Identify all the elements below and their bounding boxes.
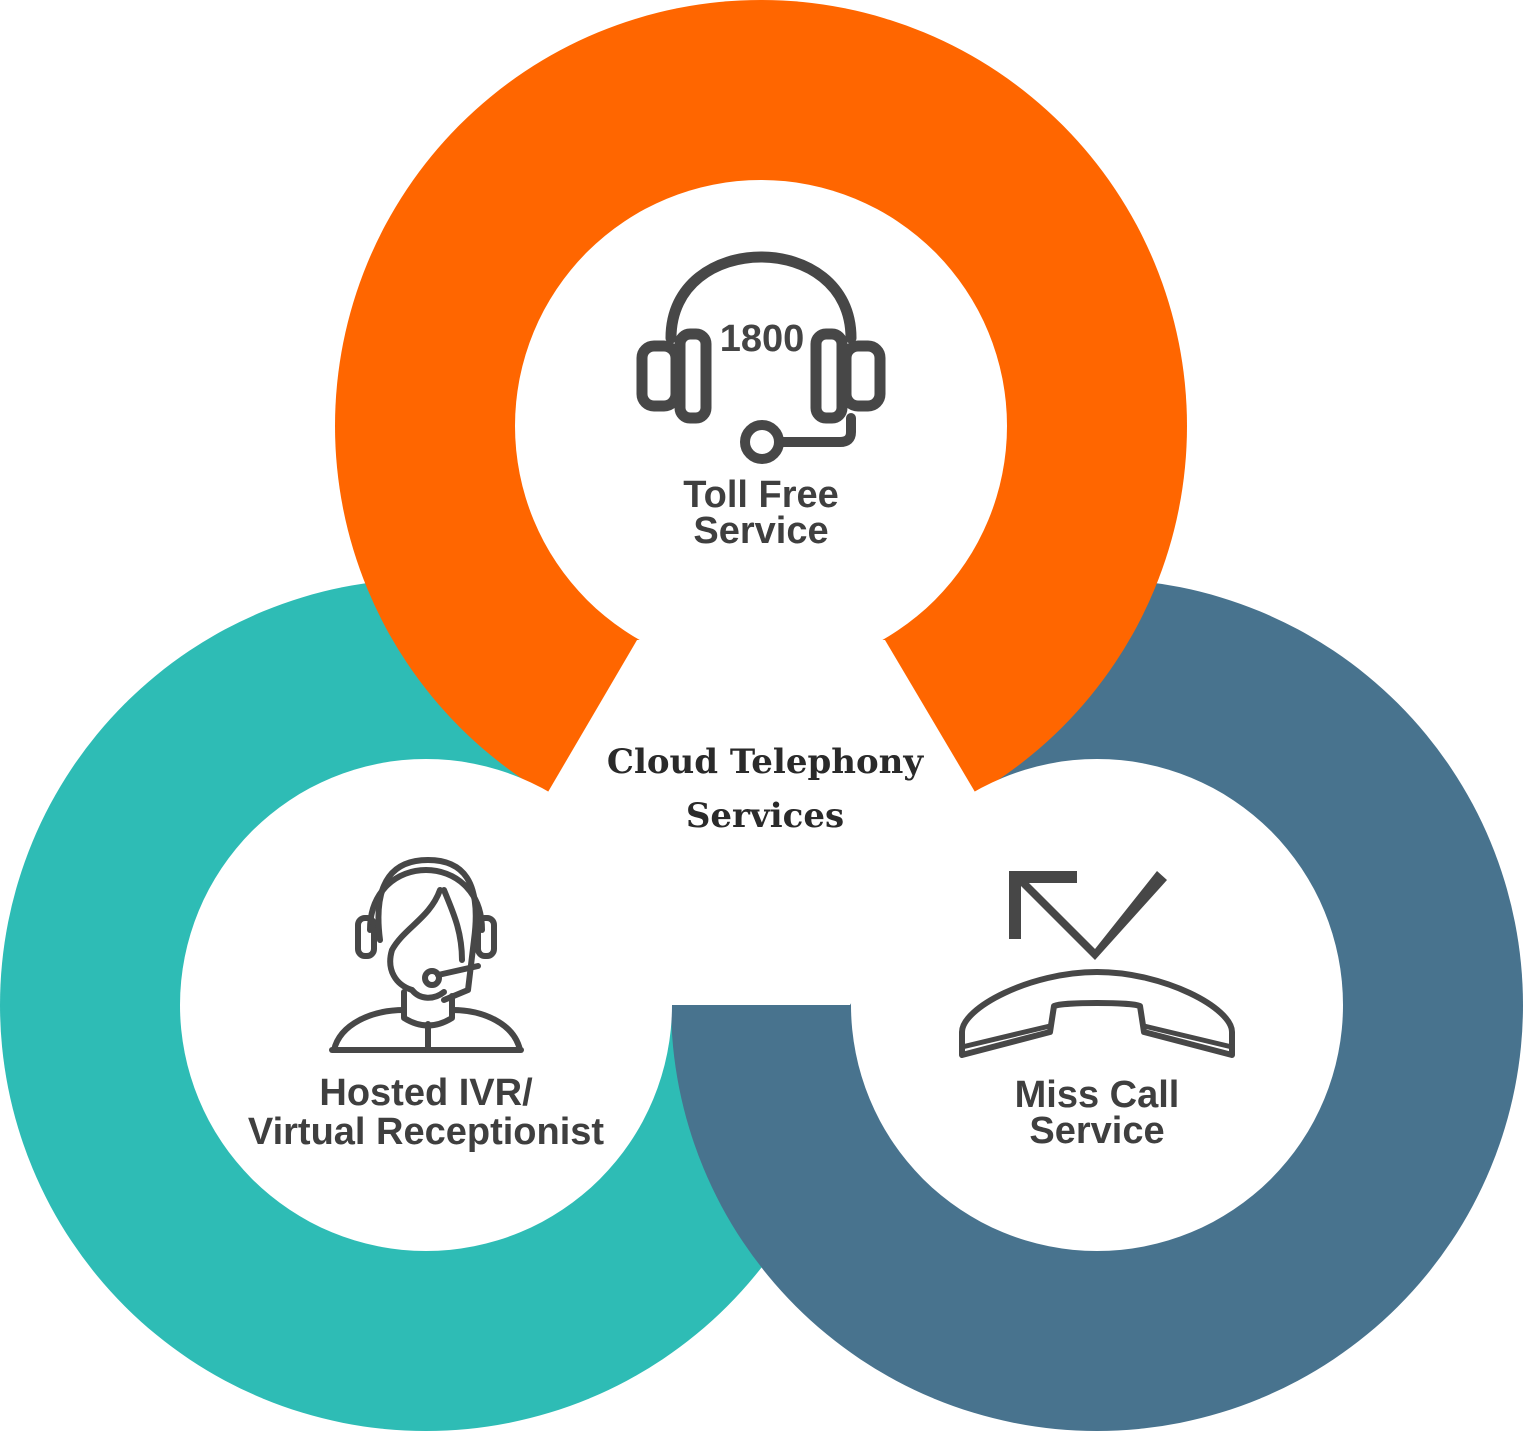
toll-free-label-line2: Service xyxy=(693,510,828,552)
center-triangle xyxy=(548,640,975,1005)
hosted-ivr-label-line2: Virtual Receptionist xyxy=(248,1111,605,1153)
headset-icon xyxy=(636,251,886,464)
miss-call-label-line2: Service xyxy=(1029,1110,1164,1152)
headset-number: 1800 xyxy=(720,318,805,360)
receptionist-icon xyxy=(329,857,524,1053)
hosted-ivr-label-line1: Hosted IVR/ xyxy=(319,1072,533,1114)
missed-call-icon xyxy=(959,871,1235,1058)
center-title-line2: Services xyxy=(686,796,844,836)
toll-free-label-line1: Toll Free xyxy=(683,474,839,516)
hosted-ivr-disc xyxy=(180,759,672,1251)
miss-call-label-line1: Miss Call xyxy=(1015,1074,1180,1116)
center-title-line1: Cloud Telephony xyxy=(607,742,924,782)
